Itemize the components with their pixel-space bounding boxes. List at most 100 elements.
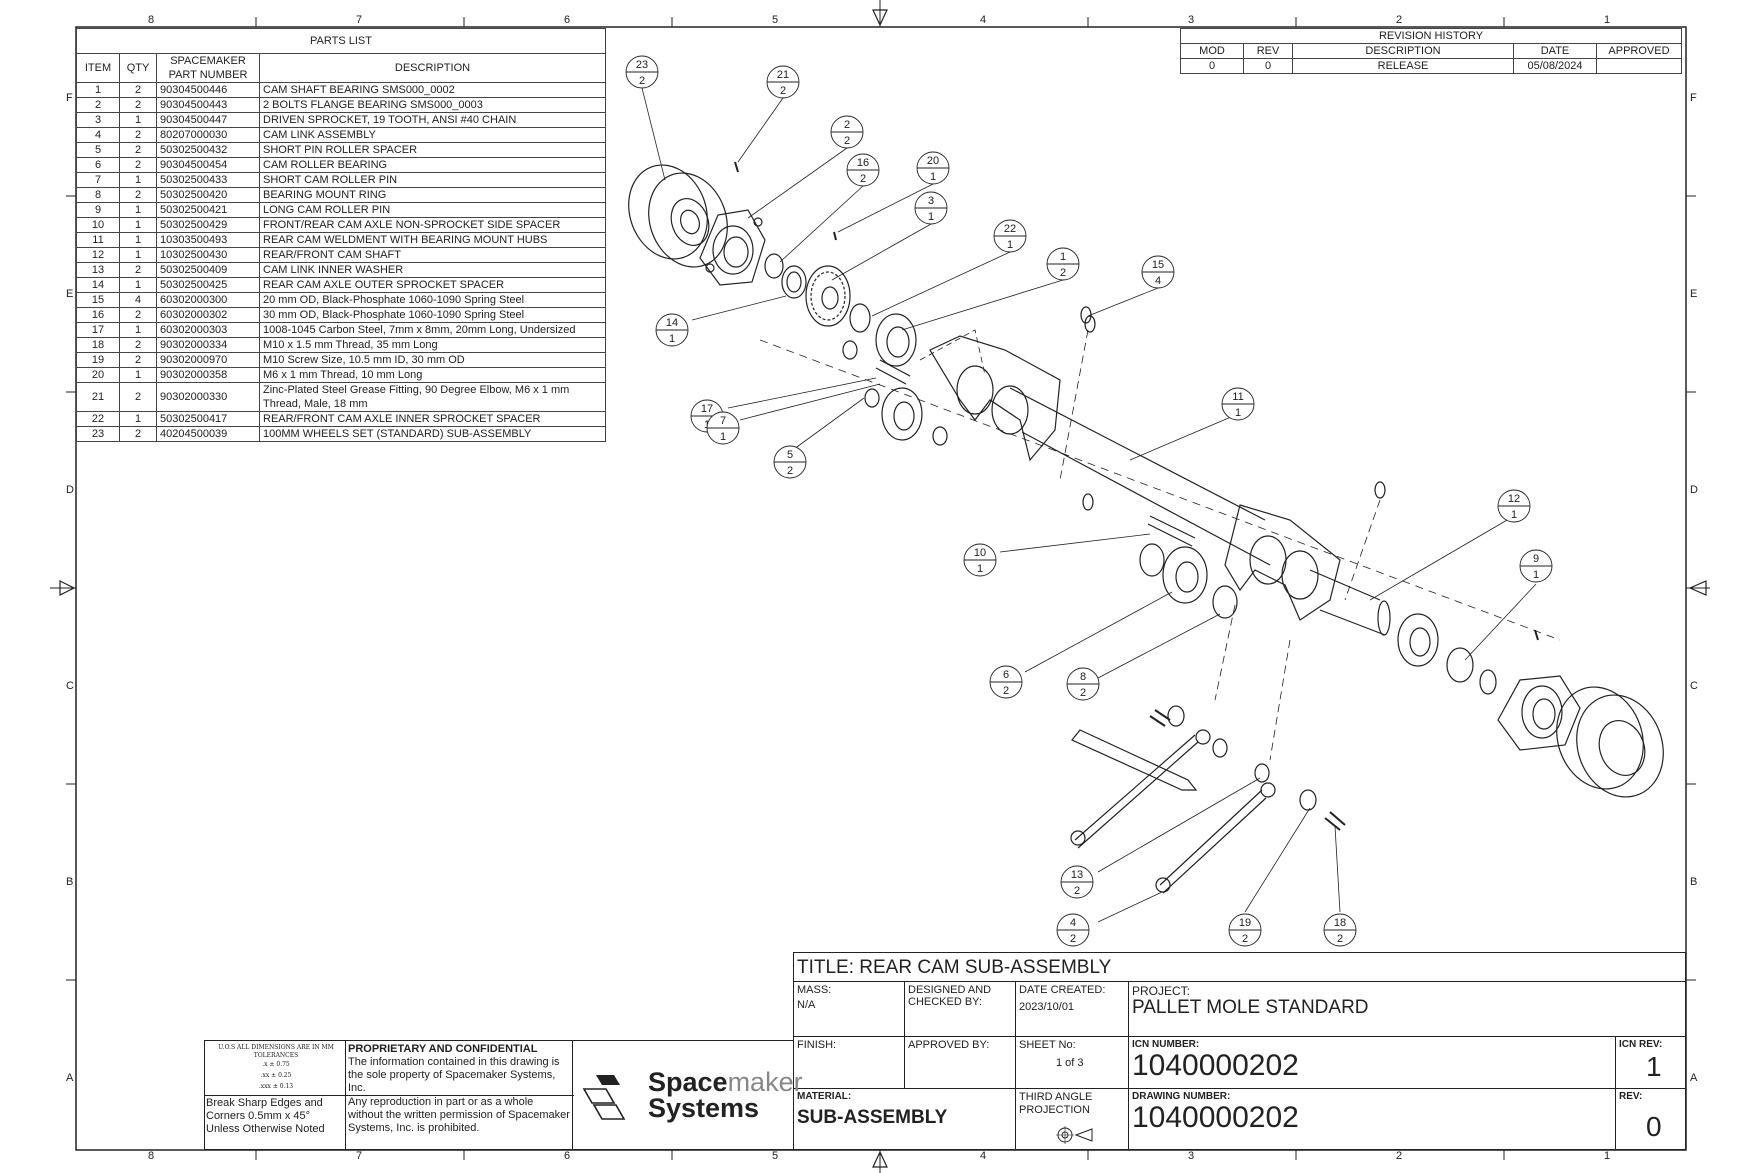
balloon-qty: 1 xyxy=(977,563,983,575)
balloon-qty: 1 xyxy=(930,171,936,183)
balloon-item-number: 11 xyxy=(1232,391,1243,403)
row-label: C xyxy=(66,680,74,692)
balloon-item-14: 141 xyxy=(655,313,689,347)
table-cell: REAR/FRONT CAM AXLE INNER SPROCKET SPACE… xyxy=(259,411,606,427)
balloon-qty: 1 xyxy=(1235,407,1241,419)
col-label: 2 xyxy=(1396,14,1403,26)
approved-label: APPROVED BY: xyxy=(908,1039,990,1051)
balloon-item-13: 132 xyxy=(1060,865,1094,899)
col-label: 1 xyxy=(1604,1150,1611,1162)
row-label: E xyxy=(1690,288,1698,300)
balloon-item-number: 16 xyxy=(857,157,869,169)
balloon-item-number: 6 xyxy=(1003,669,1009,681)
table-cell: 80207000030 xyxy=(156,127,260,143)
balloon-qty: 2 xyxy=(1080,687,1086,699)
rev-label: REV: xyxy=(1619,1091,1643,1102)
proprietary-line1: The information contained in this drawin… xyxy=(348,1056,560,1094)
balloon-item-7: 71 xyxy=(706,411,740,445)
balloon-item-number: 17 xyxy=(701,403,713,415)
balloon-qty: 1 xyxy=(1007,239,1013,251)
balloon-qty: 2 xyxy=(1070,933,1076,945)
balloon-qty: 2 xyxy=(780,85,786,97)
table-cell: 60302000302 xyxy=(156,307,260,323)
designed-cell: DESIGNED AND CHECKED BY: xyxy=(904,981,1016,1037)
sheet-cell: SHEET No: 1 of 3 xyxy=(1015,1036,1129,1089)
balloon-item-number: 4 xyxy=(1070,917,1076,929)
icn-rev-label: ICN REV: xyxy=(1619,1039,1663,1050)
col-label: 3 xyxy=(1188,1150,1195,1162)
col-label: 1 xyxy=(1604,14,1611,26)
revision-history-table: REVISION HISTORY MOD REV DESCRIPTION DAT… xyxy=(1180,28,1682,74)
balloon-item-1: 12 xyxy=(1046,247,1080,281)
title-row: TITLE: REAR CAM SUB-ASSEMBLY xyxy=(793,952,1686,982)
balloon-qty: 2 xyxy=(860,173,866,185)
balloon-item-number: 18 xyxy=(1334,917,1346,929)
table-cell: 50302500420 xyxy=(156,187,260,203)
row-label: D xyxy=(1690,484,1698,496)
balloon-item-12: 121 xyxy=(1497,489,1531,523)
col-label: 7 xyxy=(356,1150,363,1162)
col-label: 8 xyxy=(148,14,155,26)
rev-cell: REV: 0 xyxy=(1615,1088,1686,1150)
col-label: 3 xyxy=(1188,14,1195,26)
balloon-item-number: 21 xyxy=(777,69,789,81)
balloon-item-18: 182 xyxy=(1323,913,1357,947)
balloon-qty: 4 xyxy=(1155,275,1161,287)
tolerance-header: U.O.S ALL DIMENSIONS ARE IN MM TOLERANCE… xyxy=(218,1044,334,1059)
table-cell: 90302000358 xyxy=(156,367,260,383)
table-cell: M10 Screw Size, 10.5 mm ID, 30 mm OD xyxy=(259,352,606,368)
proprietary-line2: Any reproduction in part or as a whole w… xyxy=(348,1096,570,1134)
tolerance-line: .x ± 0.75 xyxy=(262,1061,290,1068)
balloon-item-6: 62 xyxy=(989,665,1023,699)
balloon-item-4: 42 xyxy=(1056,913,1090,947)
balloon-item-number: 9 xyxy=(1533,553,1539,565)
col-header: REV xyxy=(1243,43,1293,59)
row-label: A xyxy=(1690,1072,1698,1084)
balloon-item-23: 232 xyxy=(625,55,659,89)
row-label: F xyxy=(66,92,73,104)
date-created-label: DATE CREATED: xyxy=(1019,984,1106,996)
col-label: 8 xyxy=(148,1150,155,1162)
balloon-item-number: 7 xyxy=(720,415,726,427)
parts-list-title: PARTS LIST xyxy=(76,28,606,54)
logo-word-systems: Systems xyxy=(648,1093,760,1123)
sheet-label: SHEET No: xyxy=(1019,1039,1076,1051)
balloon-qty: 1 xyxy=(1511,509,1517,521)
logo-word-space: Space xyxy=(648,1067,728,1097)
sprocket xyxy=(805,265,851,327)
project-cell: PROJECT: PALLET MOLE STANDARD xyxy=(1128,981,1686,1037)
balloon-item-2: 22 xyxy=(830,115,864,149)
mass-cell: MASS: N/A xyxy=(793,981,905,1037)
balloon-qty: 2 xyxy=(1060,267,1066,279)
balloon-item-number: 15 xyxy=(1152,259,1164,271)
approved-cell: APPROVED BY: xyxy=(904,1036,1016,1089)
material-label: MATERIAL: xyxy=(797,1091,852,1102)
tolerance-cell: U.O.S ALL DIMENSIONS ARE IN MM TOLERANCE… xyxy=(204,1040,346,1096)
table-cell: CAM SHAFT BEARING SMS000_0002 xyxy=(259,82,606,98)
finish-cell: FINISH: xyxy=(793,1036,905,1089)
date-created-value: 2023/10/01 xyxy=(1019,1001,1075,1013)
spacemaker-logo-mark-icon xyxy=(582,1075,626,1120)
balloon-qty: 2 xyxy=(1074,885,1080,897)
balloon-item-number: 3 xyxy=(928,195,934,207)
row-label: B xyxy=(1690,876,1698,888)
table-cell: FRONT/REAR CAM AXLE NON-SPROCKET SIDE SP… xyxy=(259,217,606,233)
balloon-item-10: 101 xyxy=(963,543,997,577)
table-cell: 2 xyxy=(119,426,157,442)
balloon-item-number: 23 xyxy=(636,59,648,71)
table-cell: LONG CAM ROLLER PIN xyxy=(259,202,606,218)
icn-value: 1040000202 xyxy=(1132,1049,1299,1082)
col-label: 6 xyxy=(564,1150,571,1162)
row-label: B xyxy=(66,876,74,888)
row-label: F xyxy=(1690,92,1697,104)
balloon-item-number: 5 xyxy=(787,449,793,461)
logo-word-maker: maker xyxy=(727,1067,803,1097)
balloon-qty: 2 xyxy=(1003,685,1009,697)
proprietary-divider xyxy=(346,1095,574,1096)
